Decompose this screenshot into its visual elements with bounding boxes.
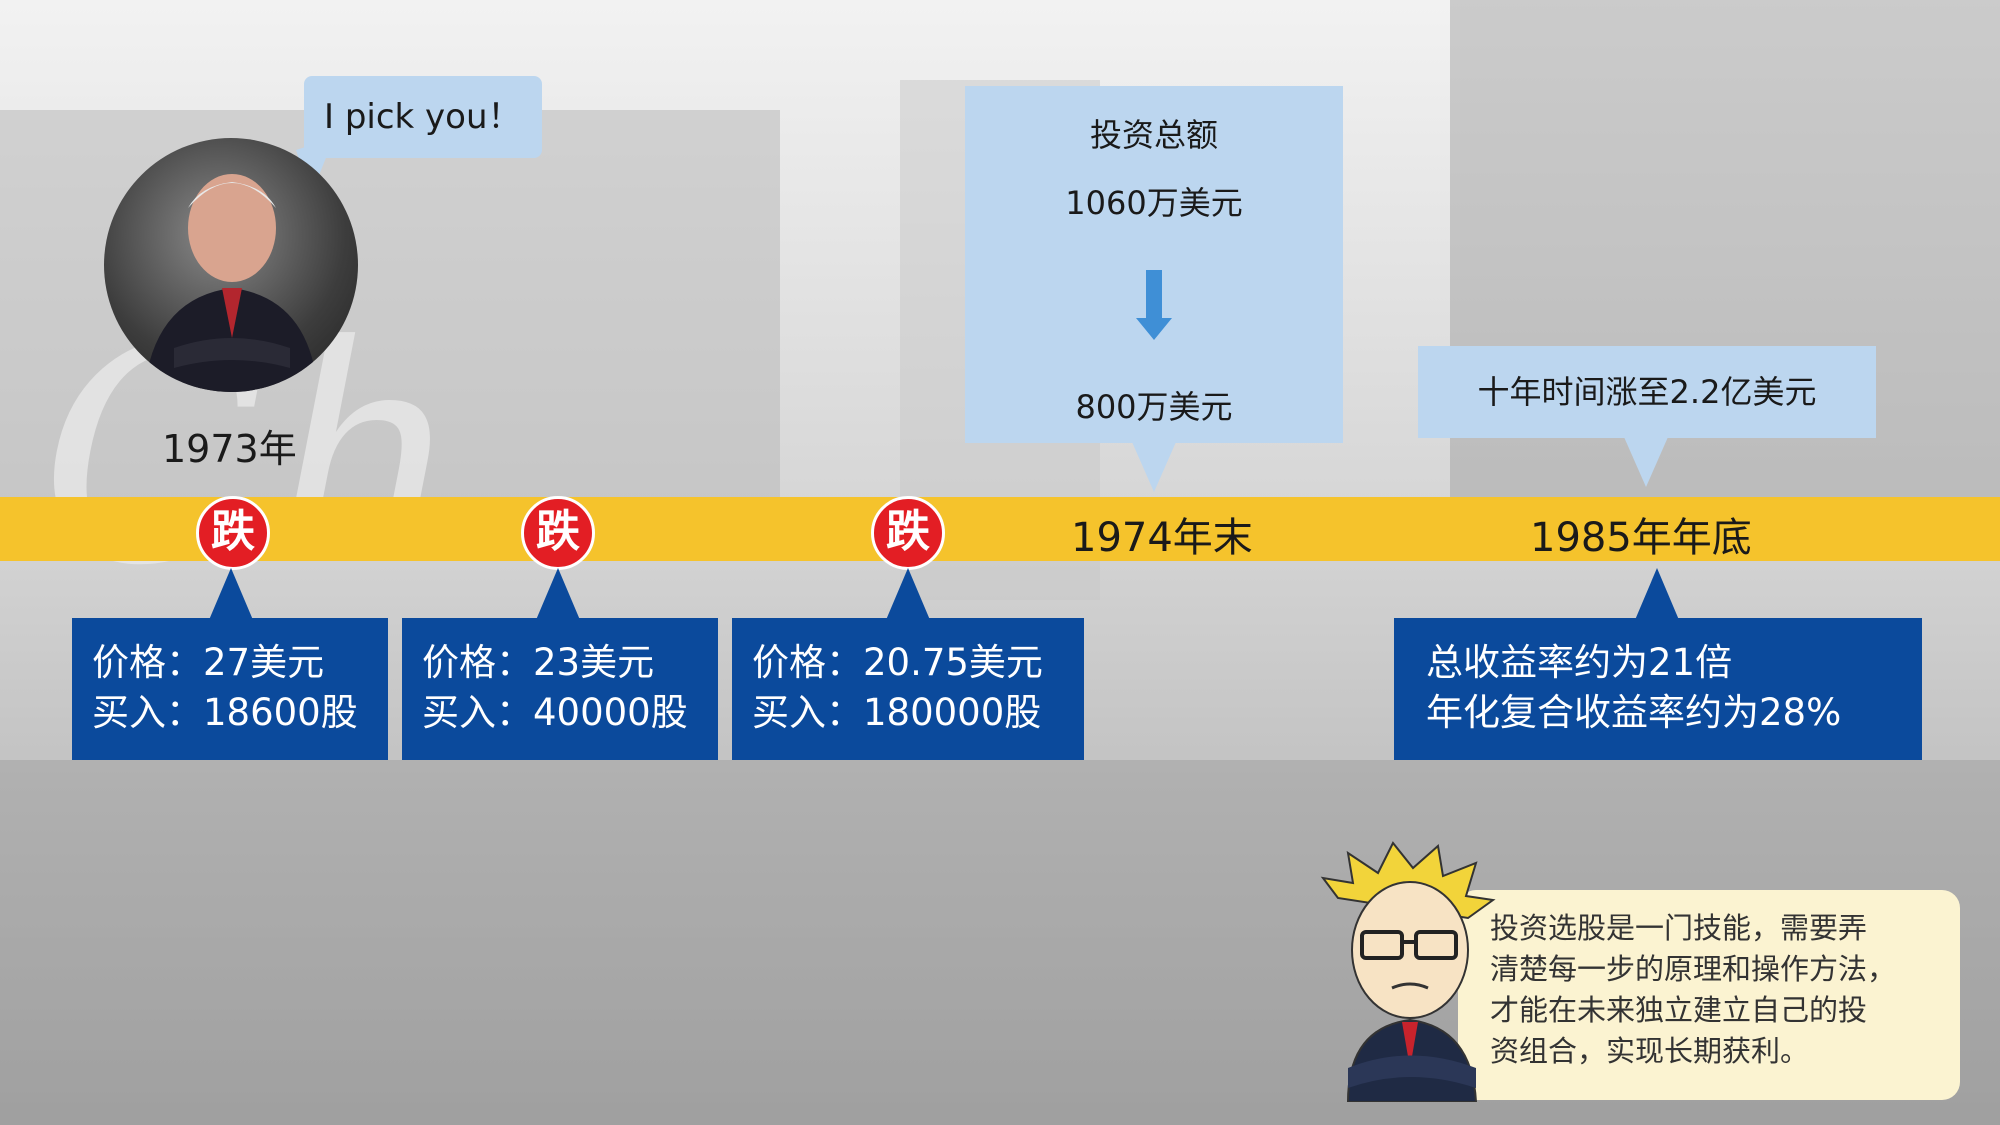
total-investment-after: 800万美元 <box>1075 388 1233 426</box>
purchase-price-3: 价格：20.75美元 <box>752 641 1043 684</box>
callout-pointer-1974 <box>1132 442 1176 492</box>
purchase-box-3: 价格：20.75美元 买入：180000股 <box>732 618 1084 760</box>
fall-badge-2: 跌 <box>521 496 595 570</box>
year-1973-label: 1973年 <box>162 427 297 471</box>
result-box: 总收益率约为21倍 年化复合收益率约为28% <box>1394 618 1922 760</box>
total-investment-before: 1060万美元 <box>1065 184 1243 222</box>
portrait-figure-icon <box>144 174 318 392</box>
result-pointer <box>1635 568 1679 620</box>
tip-line-1: 投资选股是一门技能，需要弄 <box>1490 911 1868 945</box>
purchase-box-2: 价格：23美元 买入：40000股 <box>402 618 718 760</box>
investor-portrait <box>104 138 358 392</box>
purchase-pointer-2 <box>536 568 580 620</box>
tip-line-2: 清楚每一步的原理和操作方法， <box>1490 952 1897 986</box>
purchase-shares-2: 买入：40000股 <box>422 691 688 734</box>
fall-badge-1: 跌 <box>196 496 270 570</box>
purchase-shares-3: 买入：180000股 <box>752 691 1042 734</box>
timeline-label-1974: 1974年末 <box>1071 515 1253 561</box>
tip-line-4: 资组合，实现长期获利。 <box>1490 1034 1810 1068</box>
tip-line-3: 才能在未来独立建立自己的投 <box>1490 993 1868 1027</box>
timeline-label-1985: 1985年年底 <box>1530 515 1752 561</box>
total-investment-callout: 投资总额 1060万美元 800万美元 <box>965 86 1343 443</box>
purchase-box-1: 价格：27美元 买入：18600股 <box>72 618 388 760</box>
result-annual-return: 年化复合收益率约为28% <box>1426 691 1842 734</box>
purchase-price-1: 价格：27美元 <box>92 641 325 684</box>
purchase-price-2: 价格：23美元 <box>422 641 655 684</box>
callout-pointer-1985 <box>1624 437 1668 487</box>
purchase-pointer-3 <box>886 568 930 620</box>
tip-box: 投资选股是一门技能，需要弄 清楚每一步的原理和操作方法， 才能在未来独立建立自己… <box>1458 890 1960 1100</box>
purchase-shares-1: 买入：18600股 <box>92 691 358 734</box>
fall-badge-3: 跌 <box>871 496 945 570</box>
cartoon-character-icon <box>1320 841 1496 1102</box>
down-arrow-icon <box>1146 270 1162 320</box>
result-total-return: 总收益率约为21倍 <box>1426 641 1733 684</box>
speech-bubble: I pick you！ <box>304 76 542 158</box>
rise-callout: 十年时间涨至2.2亿美元 <box>1418 346 1876 438</box>
timeline-bar <box>0 497 2000 561</box>
down-arrow-head-icon <box>1136 318 1172 340</box>
purchase-pointer-1 <box>209 568 253 620</box>
total-investment-title: 投资总额 <box>1089 116 1218 154</box>
